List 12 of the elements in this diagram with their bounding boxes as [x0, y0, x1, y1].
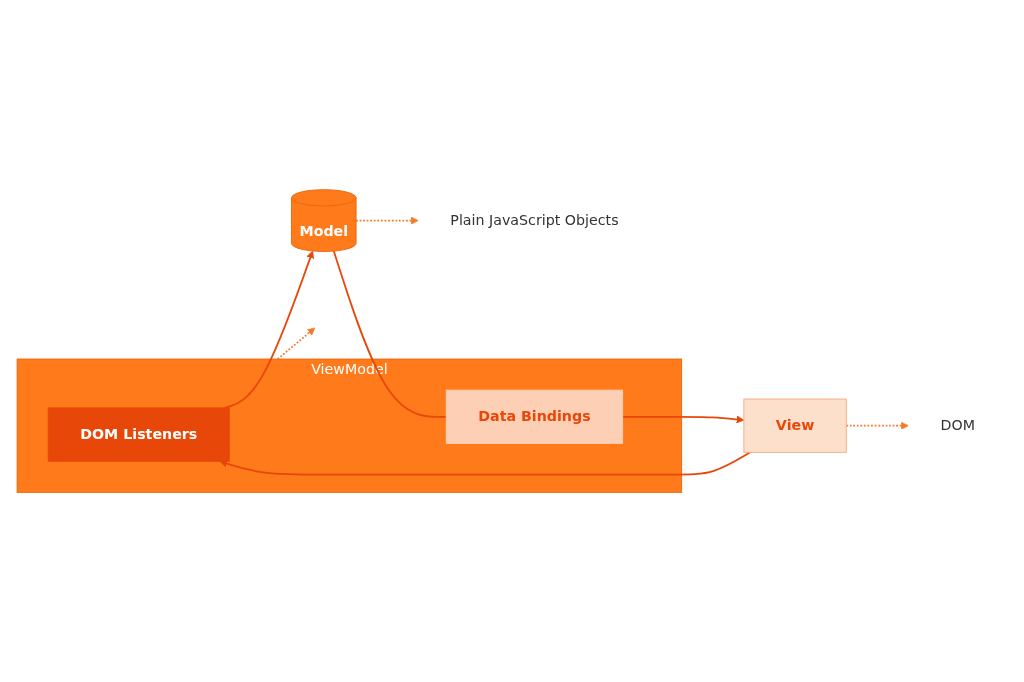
arrow [621, 415, 745, 424]
node-box: View [743, 398, 847, 453]
arrow [276, 327, 316, 360]
node-text: DOM [940, 416, 975, 434]
node-text: Plain JavaScript Objects [450, 211, 619, 229]
node-box: Data Bindings [445, 389, 624, 444]
connector [332, 250, 448, 418]
arrow [223, 250, 314, 409]
arrow [219, 451, 752, 476]
node-box: DOM Listeners [47, 407, 230, 462]
arrow [355, 216, 419, 225]
arrow [845, 421, 909, 430]
